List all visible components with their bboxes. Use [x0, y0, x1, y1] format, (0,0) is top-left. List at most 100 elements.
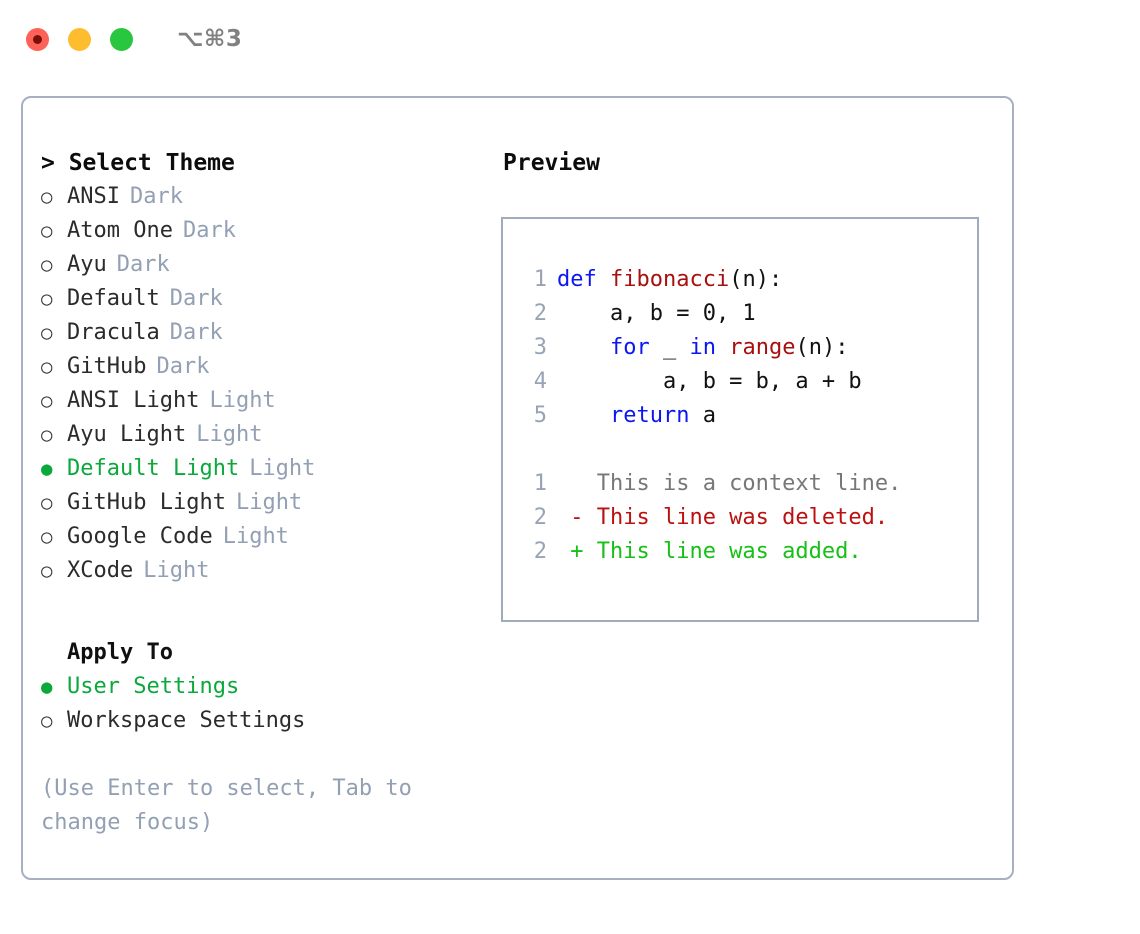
theme-list-item[interactable]: ○ Dracula Dark: [41, 316, 501, 350]
theme-list-item[interactable]: ○ XCode Light: [41, 554, 501, 588]
theme-category-tag: Light: [235, 490, 303, 515]
radio-unselected-icon: ○: [41, 356, 53, 378]
theme-name-label: Default: [67, 286, 160, 311]
line-number: 4: [533, 369, 547, 394]
code-line: 1 def fibonacci(n):: [517, 263, 977, 297]
theme-category-tag: Light: [196, 422, 263, 447]
theme-list-item[interactable]: ○ Google Code Light: [41, 520, 501, 554]
theme-name-label: Ayu Light: [67, 422, 187, 447]
theme-name-label: GitHub Light: [67, 490, 226, 515]
theme-name-label: Google Code: [67, 524, 213, 549]
radio-selected-icon: ●: [41, 458, 53, 480]
code-line: 4 a, b = b, a + b: [517, 365, 977, 399]
theme-category-tag: Dark: [169, 320, 223, 345]
code-line: 5 return a: [517, 399, 977, 433]
diff-line: 2 - This line was deleted.: [517, 501, 977, 535]
diff-text: + This line was added.: [557, 539, 862, 564]
traffic-light-buttons: [26, 27, 133, 51]
apply-to-item[interactable]: ○Workspace Settings: [41, 704, 501, 738]
theme-list-item[interactable]: ○ Default Dark: [41, 282, 501, 316]
code-token: _: [649, 335, 690, 360]
theme-category-tag: Light: [222, 524, 289, 549]
theme-list-item[interactable]: ○ GitHub Dark: [41, 350, 501, 384]
code-line: 3 for _ in range(n):: [517, 331, 977, 365]
theme-category-tag: Light: [209, 388, 276, 413]
code-text: for _ in range(n):: [557, 331, 848, 365]
radio-unselected-icon: ○: [41, 390, 53, 412]
apply-to-label: Workspace Settings: [67, 708, 306, 733]
title-bar: ⌥⌘3: [0, 0, 1140, 78]
code-token: [557, 335, 610, 360]
theme-name-label: Dracula: [67, 320, 160, 345]
theme-name-label: ANSI: [67, 184, 120, 209]
code-token: for: [609, 335, 650, 360]
keyboard-shortcut-label: ⌥⌘3: [177, 26, 243, 52]
radio-unselected-icon: ○: [41, 220, 53, 242]
theme-name-label: GitHub: [67, 354, 147, 379]
minimize-button[interactable]: [68, 27, 91, 51]
theme-category-tag: Dark: [169, 286, 223, 311]
theme-name-label: Default Light: [67, 456, 240, 481]
theme-list-item[interactable]: ● Default Light Light: [41, 452, 501, 486]
theme-category-tag: Dark: [116, 252, 170, 277]
code-token: a: [689, 403, 716, 428]
diff-text: - This line was deleted.: [557, 505, 889, 530]
theme-name-label: Ayu: [67, 252, 107, 277]
theme-name-label: XCode: [67, 558, 134, 583]
code-token: fibonacci: [609, 267, 730, 292]
apply-to-item[interactable]: ● User Settings: [41, 670, 501, 704]
apply-to-label: User Settings: [67, 674, 240, 699]
code-token: def: [557, 267, 610, 292]
radio-unselected-icon: ○: [41, 424, 53, 446]
code-text: a, b = 0, 1: [557, 297, 756, 331]
diff-line: 1 This is a context line.: [517, 467, 977, 501]
line-number: 5: [533, 403, 547, 428]
code-token: (n):: [729, 267, 783, 292]
code-token: [557, 403, 610, 428]
preview-heading: Preview: [503, 150, 600, 176]
line-number: 3: [533, 335, 547, 360]
code-text: return a: [557, 399, 716, 433]
line-number: 1: [533, 267, 547, 292]
code-diff-separator: [517, 433, 977, 467]
apply-to-heading: Apply To: [67, 640, 173, 665]
diff-sample: 1 This is a context line.2 - This line w…: [517, 467, 977, 569]
radio-unselected-icon: ○: [41, 492, 53, 514]
code-token: a, b = b, a + b: [557, 369, 862, 394]
diff-text: This is a context line.: [557, 471, 902, 496]
radio-selected-icon: ●: [41, 676, 53, 698]
theme-category-tag: Dark: [156, 354, 210, 379]
code-token: (n):: [795, 335, 849, 360]
theme-name-label: ANSI Light: [67, 388, 200, 413]
theme-category-tag: Light: [143, 558, 210, 583]
theme-list-item[interactable]: ○ Ayu Light Light: [41, 418, 501, 452]
theme-list-item[interactable]: ○ GitHub Light Light: [41, 486, 501, 520]
keyboard-hint: (Use Enter to select, Tab to change focu…: [41, 776, 426, 835]
theme-list-item[interactable]: ○ ANSI Light Light: [41, 384, 501, 418]
zoom-button[interactable]: [110, 27, 133, 51]
code-text: a, b = b, a + b: [557, 365, 862, 399]
close-button[interactable]: [26, 27, 49, 51]
select-theme-heading: > Select Theme: [41, 150, 235, 176]
theme-name-label: Atom One: [67, 218, 173, 243]
radio-unselected-icon: ○: [41, 526, 53, 548]
theme-category-tag: Light: [249, 456, 316, 481]
line-number: 2: [533, 505, 547, 530]
apply-to-list[interactable]: ● User Settings ○Workspace Settings: [41, 670, 501, 738]
line-number: 1: [533, 471, 547, 496]
line-number: 2: [533, 539, 547, 564]
line-number: 2: [533, 301, 547, 326]
code-line: 2 a, b = 0, 1: [517, 297, 977, 331]
radio-unselected-icon: ○: [41, 322, 53, 344]
radio-unselected-icon: ○: [41, 288, 53, 310]
radio-unselected-icon: ○: [41, 560, 53, 582]
code-text: def fibonacci(n):: [557, 263, 782, 297]
